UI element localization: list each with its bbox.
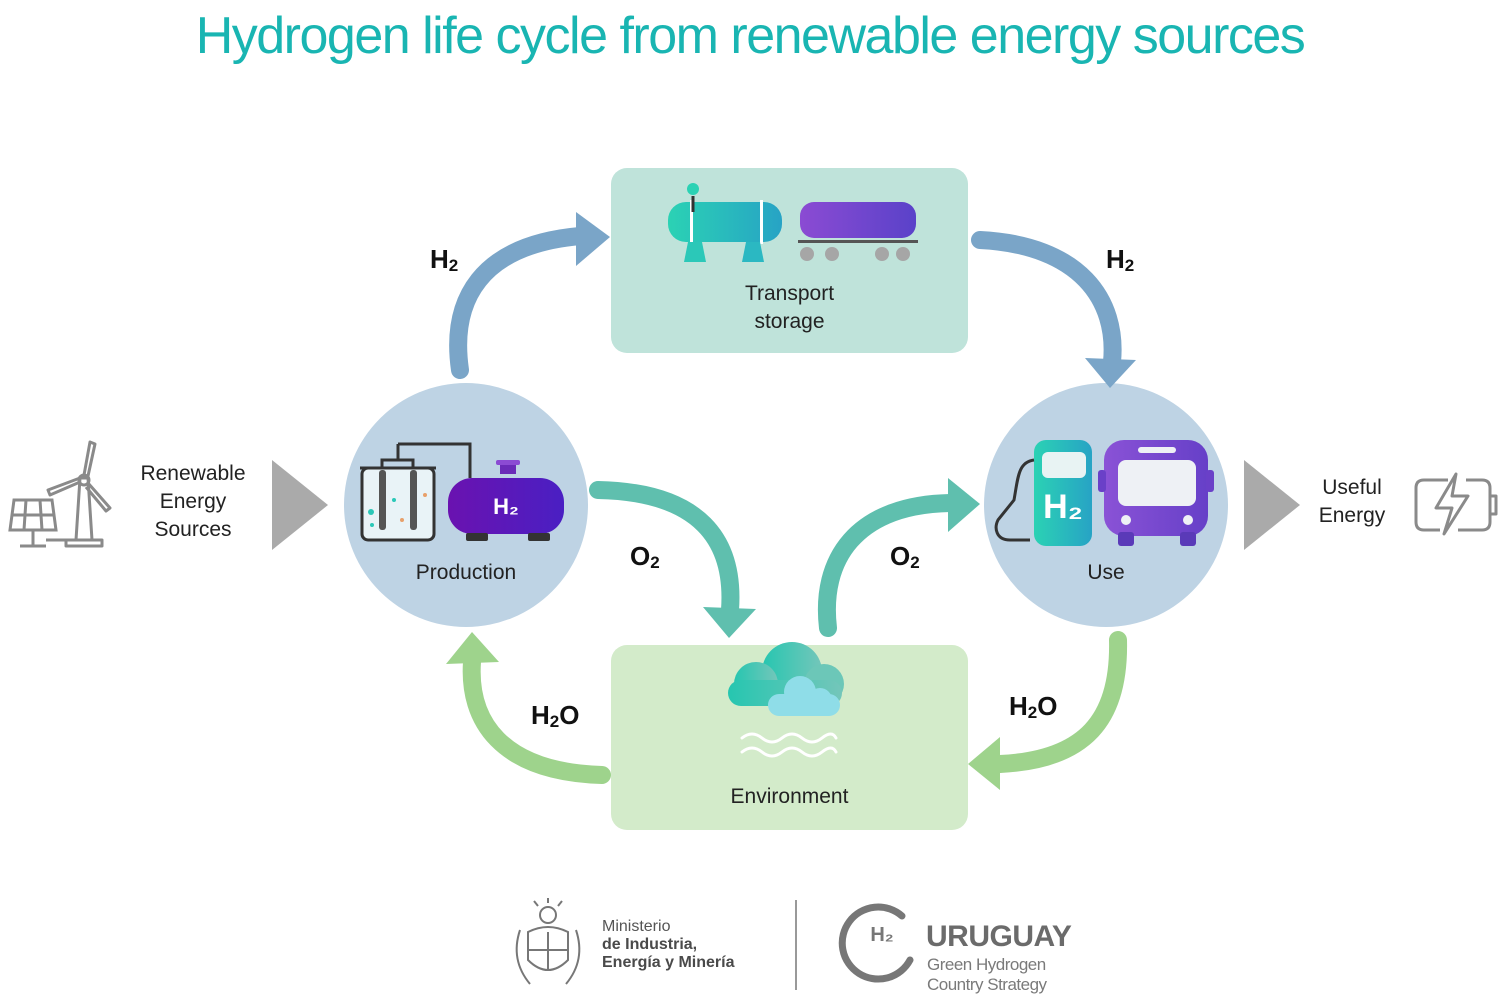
uruguay-logo-ring [838,903,914,983]
useful-energy-label: Useful Energy [1300,474,1404,530]
arrow-h2o-use-env [991,631,1128,773]
clouds-icon [728,642,844,716]
flow-symbol: H [1009,691,1028,721]
renewable-line1: Renewable [140,462,246,485]
battery-icon [1414,472,1498,536]
solar-panel-icon [8,498,66,548]
tank-h2-label: H₂ [493,494,519,519]
flow-symbol: H [1106,244,1125,274]
uruguay-sub-line1: Green Hydrogen [927,955,1046,974]
wind-turbine-icon [46,440,112,548]
flow-subscript: 2 [1027,703,1038,722]
flow-subscript: 2 [910,553,920,572]
flow-label-o2-prod-env: O2 [630,541,660,573]
arrow-o2-prod-env [589,481,740,619]
arrow-o2-env-use [818,494,959,637]
arrow-h2o-env-prod [462,653,611,784]
flow-subscript: 2 [650,553,660,572]
electrolyzer-icon [360,442,472,542]
ministry-line3: Energía y Minería [602,954,735,971]
flow-symbol: H [531,700,550,730]
flow-subscript: 2 [448,256,459,275]
arrow-h2-prod-transport [449,227,589,379]
flow-label-h2-prod-transport: H2 [430,244,458,276]
flow-symbol: H [430,244,449,274]
output-arrow [1244,460,1300,550]
production-label: Production [415,561,517,584]
flow-label-h2o-use-env: H2O [1009,691,1057,723]
flow-symbol: O [630,541,651,571]
transport-label-line1: Transport [744,282,835,305]
page-title: Hydrogen life cycle from renewable energ… [195,7,1306,65]
renewable-line3: Sources [154,518,232,541]
water-waves-icon [740,732,838,758]
storage-tank-icon [668,183,782,262]
ministry-text: Ministerio de Industria, Energía y Miner… [602,918,782,972]
transport-label: Transport storage [611,280,968,336]
uruguay-sub-line2: Country Strategy [927,975,1047,994]
flow-symbol-tail: O [559,700,580,730]
flow-symbol-tail: O [1037,691,1058,721]
flow-label-o2-env-use: O2 [890,541,920,573]
transport-label-line2: storage [754,310,825,333]
environment-label: Environment [730,785,849,808]
environment-box [611,645,968,830]
fuel-pump-icon [994,440,1092,546]
arrow-h2-transport-use [971,231,1122,371]
rail-tank-car-icon [798,202,918,261]
hydrogen-tank-icon [448,460,564,541]
input-arrow [272,460,328,550]
use-label: Use [1087,561,1125,584]
flow-subscript: 2 [549,712,560,731]
flow-label-h2-transport-use: H2 [1106,244,1134,276]
uruguay-subtitle: Green Hydrogen Country Strategy [927,955,1127,995]
bus-icon [1098,440,1214,546]
flow-label-h2o-env-prod: H2O [531,700,579,732]
uruguay-title: URUGUAY [926,920,1072,953]
useful-line2: Energy [1318,504,1386,527]
ministry-line1: Ministerio [602,918,671,935]
pump-h2-label: H₂ [1043,488,1083,526]
uruguay-logo-text: H₂ [870,924,894,946]
ministry-emblem [515,898,581,985]
useful-line1: Useful [1322,476,1382,499]
renewable-sources-label: Renewable Energy Sources [122,460,264,544]
flow-symbol: O [890,541,911,571]
ministry-line2: de Industria, [602,936,698,953]
renewable-line2: Energy [159,490,227,513]
flow-subscript: 2 [1124,256,1135,275]
